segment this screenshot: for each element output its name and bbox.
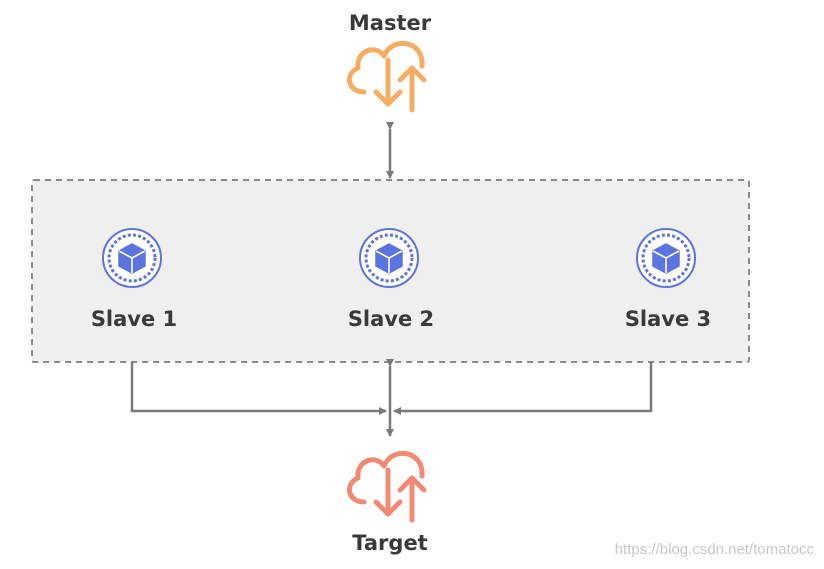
slave-1-label: Slave 1 bbox=[90, 307, 178, 331]
slave-3-cube-node-icon bbox=[635, 227, 697, 289]
slave-2-label: Slave 2 bbox=[347, 307, 435, 331]
slave-2-cube-node-icon bbox=[358, 227, 420, 289]
slave-3-target-connector bbox=[393, 362, 653, 415]
cloud-sync-icon bbox=[349, 453, 424, 520]
cloud-sync-icon bbox=[349, 43, 424, 110]
slave-1-target-connector bbox=[130, 362, 387, 415]
target-label: Target bbox=[352, 531, 428, 555]
master-label: Master bbox=[348, 11, 432, 35]
watermark-text: https://blog.csdn.net/tomatocc bbox=[614, 541, 814, 558]
slave-3-label: Slave 3 bbox=[624, 307, 712, 331]
slave-1-cube-node-icon bbox=[101, 227, 163, 289]
